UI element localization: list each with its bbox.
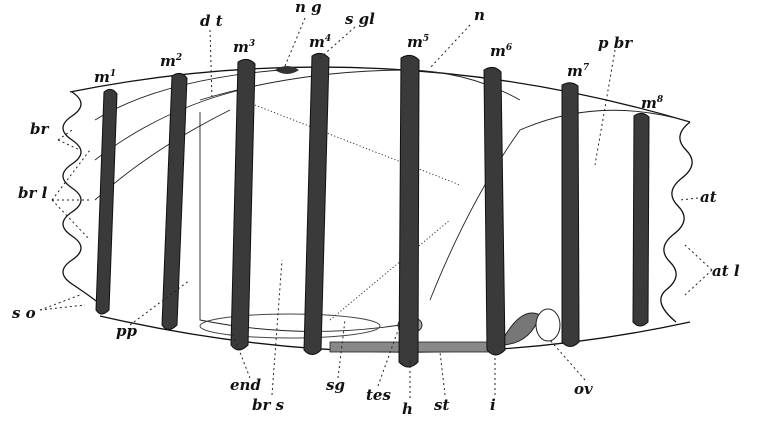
mantle-line — [429, 109, 691, 301]
label-m2: m2 — [160, 52, 182, 70]
ovary — [535, 308, 561, 342]
gill-bar-lower — [329, 219, 451, 321]
label-tes: tes — [366, 386, 391, 404]
label-so: s o — [12, 304, 36, 322]
label-pbr: p br — [598, 34, 633, 52]
atrial-aperture — [660, 121, 693, 323]
structure-labels: d t n g s gl n p br br br l s o at at l … — [12, 0, 740, 418]
label-m1: m1 — [94, 68, 116, 86]
label-br: br — [30, 120, 49, 138]
label-ng: n g — [295, 0, 322, 16]
muscle-band-5 — [398, 54, 420, 368]
branchial-aperture — [62, 91, 101, 305]
muscle-bands — [95, 52, 650, 368]
label-m8: m8 — [641, 94, 664, 112]
label-at: at — [700, 188, 717, 206]
endostyle — [199, 313, 381, 339]
gill-bar-upper — [254, 104, 461, 186]
stomach — [499, 312, 541, 346]
label-st: st — [434, 396, 449, 414]
muscle-band-6 — [483, 66, 506, 356]
label-end: end — [230, 376, 261, 394]
label-atl: at l — [712, 262, 740, 280]
pointer-lines — [39, 17, 713, 398]
muscle-band-3 — [230, 58, 256, 351]
label-m4: m4 — [309, 33, 331, 51]
pericardial-line — [199, 112, 401, 332]
label-brs: br s — [252, 396, 285, 414]
label-brl: br l — [18, 184, 48, 202]
nerve-ganglion — [275, 66, 299, 74]
label-m3: m3 — [233, 38, 255, 56]
label-ov: ov — [574, 380, 593, 398]
body-outline-top — [69, 66, 691, 123]
muscle-band-1 — [95, 88, 118, 315]
muscle-band-7 — [561, 82, 580, 347]
label-n: n — [474, 6, 485, 24]
label-m7: m7 — [567, 62, 590, 80]
label-h: h — [402, 400, 413, 418]
muscle-labels: m1 m2 m3 m4 m5 m6 m7 m8 — [94, 33, 664, 112]
muscle-band-4 — [303, 52, 330, 355]
label-m6: m6 — [490, 42, 513, 60]
label-sg: sg — [326, 376, 345, 394]
label-sgl: s gl — [345, 10, 375, 28]
label-pp: pp — [116, 322, 137, 340]
muscle-band-2 — [161, 72, 188, 330]
label-dt: d t — [200, 12, 223, 30]
muscle-band-8 — [632, 112, 650, 327]
label-i: i — [490, 396, 496, 414]
label-m5: m5 — [407, 33, 429, 51]
